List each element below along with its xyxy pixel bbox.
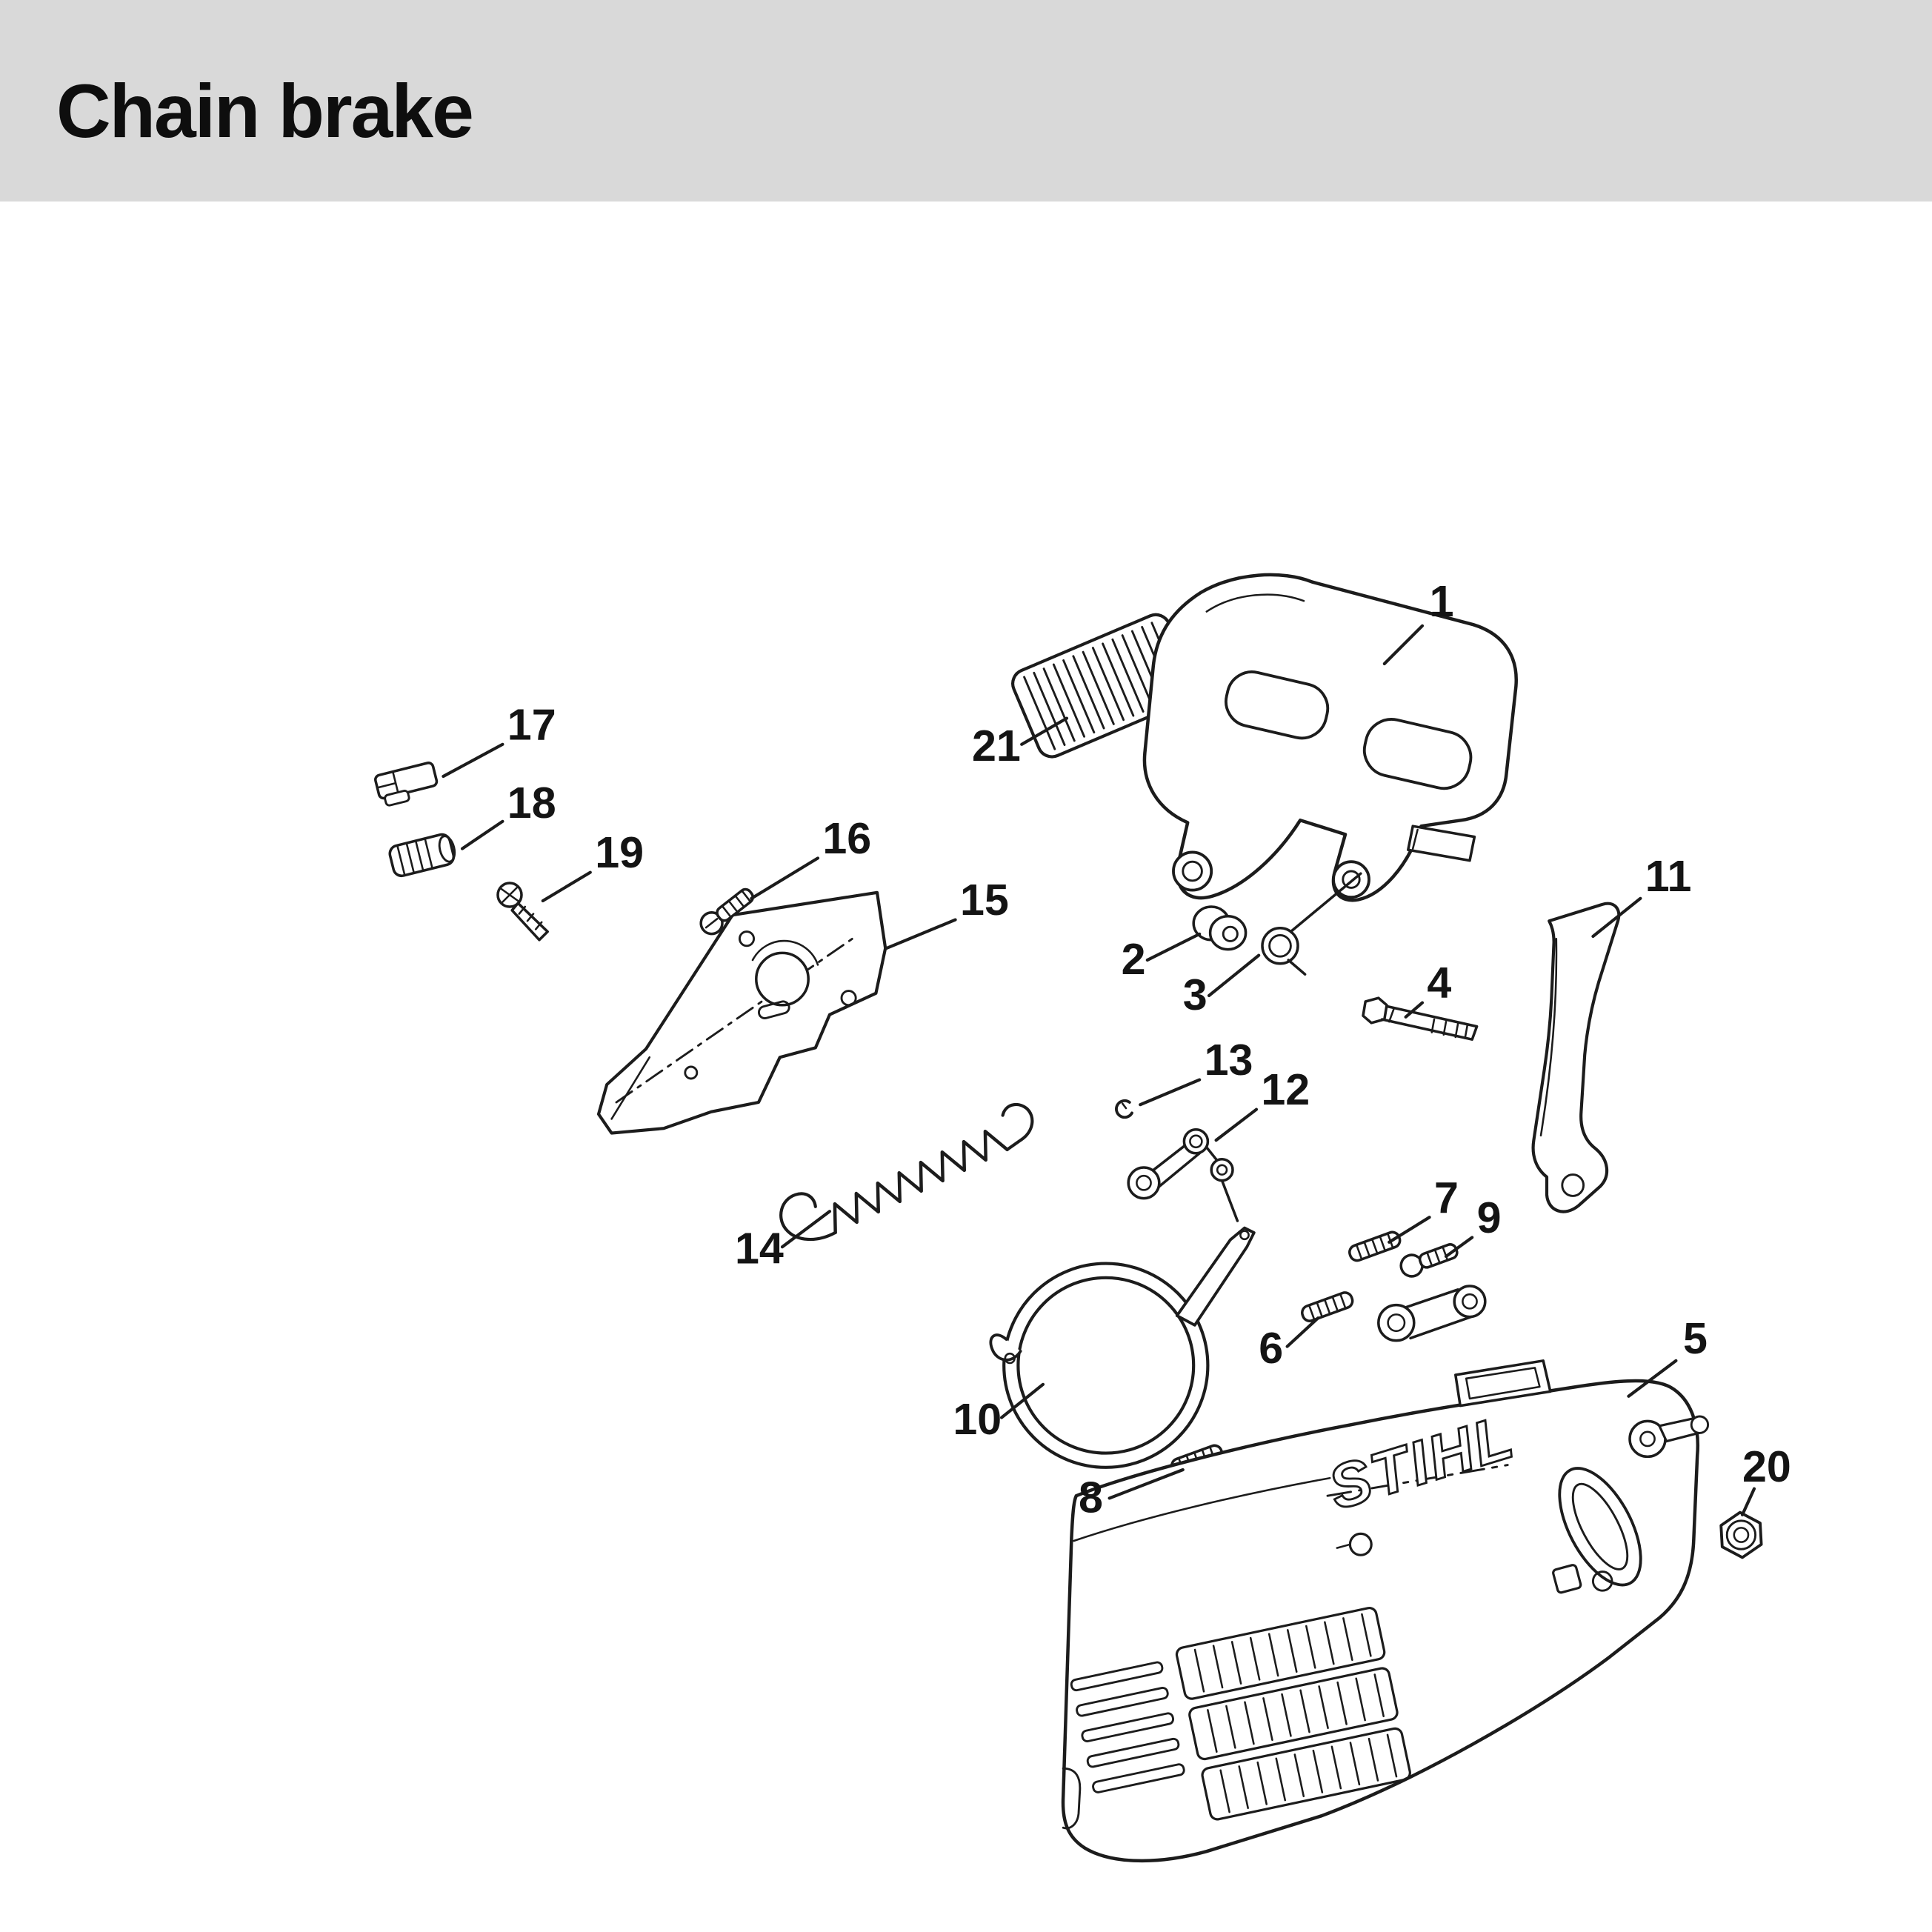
part-20-nut xyxy=(1719,1510,1763,1559)
callout-21: 21 xyxy=(972,716,1069,770)
callout-3: 3 xyxy=(1183,953,1261,1019)
callout-7: 7 xyxy=(1388,1173,1459,1244)
part-2-bushing xyxy=(1192,905,1248,951)
callout-13: 13 xyxy=(1139,1035,1253,1107)
cover-bracket-lug xyxy=(1377,1285,1487,1342)
part-3-torsion-spring xyxy=(1261,872,1362,976)
callout-1: 1 xyxy=(1382,576,1454,666)
part-number-label: 11 xyxy=(1645,851,1692,901)
page-title: Chain brake xyxy=(56,69,474,153)
callout-8: 8 xyxy=(1079,1468,1185,1522)
part-number-label: 7 xyxy=(1434,1173,1459,1222)
part-15-cover-plate xyxy=(596,890,887,1135)
part-number-label: 4 xyxy=(1427,958,1451,1007)
part-number-label: 18 xyxy=(507,778,556,827)
part-19-screw xyxy=(496,882,549,942)
part-13-retaining-clip xyxy=(1115,1099,1133,1119)
callout-16: 16 xyxy=(750,813,871,900)
part-number-label: 16 xyxy=(822,813,871,863)
part-number-label: 5 xyxy=(1683,1313,1708,1363)
part-number-label: 15 xyxy=(960,875,1009,925)
callout-2: 2 xyxy=(1122,932,1202,984)
part-7-stud xyxy=(1348,1230,1402,1262)
part-number-label: 2 xyxy=(1122,934,1146,984)
callout-18: 18 xyxy=(460,778,556,850)
part-9-screw xyxy=(1399,1243,1459,1278)
part-17-cap xyxy=(374,762,439,807)
callout-4: 4 xyxy=(1404,958,1451,1019)
callout-15: 15 xyxy=(885,875,1009,950)
callouts: 1 21 17 18 19 16 xyxy=(442,576,1791,1522)
callout-19: 19 xyxy=(541,827,644,903)
part-number-label: 21 xyxy=(972,721,1021,770)
part-6-stud xyxy=(1301,1291,1354,1322)
part-11-brake-lever xyxy=(1531,902,1621,1213)
part-number-label: 13 xyxy=(1205,1035,1253,1085)
callout-6: 6 xyxy=(1259,1316,1320,1373)
callout-12: 12 xyxy=(1214,1065,1310,1142)
part-number-label: 19 xyxy=(595,827,644,877)
part-number-label: 20 xyxy=(1742,1442,1791,1491)
part-number-label: 9 xyxy=(1477,1193,1502,1242)
callout-5: 5 xyxy=(1627,1313,1708,1398)
part-16-screw xyxy=(699,887,754,936)
part-10-brake-band xyxy=(989,1226,1256,1469)
part-number-label: 10 xyxy=(953,1394,1002,1444)
part-14-tension-spring xyxy=(779,1102,1034,1242)
part-number-label: 14 xyxy=(735,1224,784,1273)
header-band: Chain brake xyxy=(0,0,1932,201)
part-number-label: 17 xyxy=(507,699,556,749)
part-5-sprocket-cover: STIHL xyxy=(1061,1359,1710,1863)
callout-9: 9 xyxy=(1444,1193,1502,1259)
part-number-label: 3 xyxy=(1183,970,1208,1019)
callout-20: 20 xyxy=(1740,1442,1791,1516)
part-18-bushing xyxy=(388,833,456,878)
part-1-hand-guard xyxy=(1142,573,1518,902)
callout-11: 11 xyxy=(1591,851,1692,939)
part-number-label: 6 xyxy=(1259,1323,1283,1373)
callout-17: 17 xyxy=(442,699,556,779)
callout-14: 14 xyxy=(735,1210,832,1273)
part-4-screw xyxy=(1362,996,1479,1041)
part-number-label: 1 xyxy=(1430,576,1454,626)
part-number-label: 8 xyxy=(1079,1473,1103,1522)
part-number-label: 12 xyxy=(1261,1065,1310,1114)
part-12-pivot-lever xyxy=(1127,1128,1239,1222)
callout-10: 10 xyxy=(953,1382,1045,1444)
